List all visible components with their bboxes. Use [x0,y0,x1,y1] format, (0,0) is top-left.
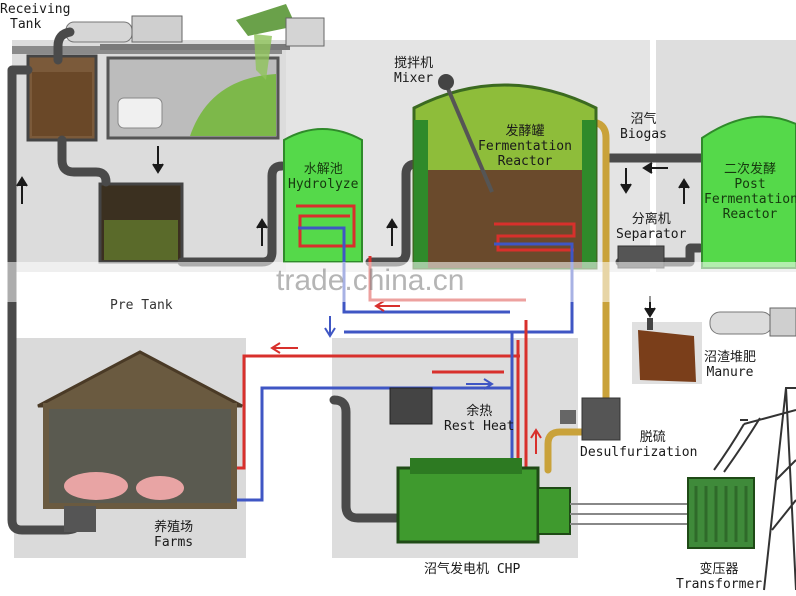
label-fermentation-zh: 发酵罐 [505,124,545,139]
label-pre-tank: Pre Tank [110,298,173,313]
falling-biomass [254,34,272,80]
pylon-wires [713,417,761,473]
mixer-shaft [444,83,494,193]
rest-heat-unit [389,387,433,425]
label-desulfurization: 脱硫 Desulfurization [580,430,697,460]
tank-truck-cab [131,15,183,43]
label-hydrolyze-en: Hydrolyze [288,177,359,192]
mixer-motor [438,74,454,90]
pipe-pre-to-hydrolyze [177,161,287,267]
arrow-up-left [16,176,28,204]
dump-truck-bed [236,4,296,36]
label-manure-zh: 沼渣堆肥 [704,350,757,365]
chp-generator [537,487,571,535]
receiving-tank-fill [32,72,92,136]
pipe-hydrolyze-to-fermentation [365,159,421,267]
fermentation-fill [418,170,592,268]
label-chp: 沼气发电机 CHP [424,562,520,577]
arrow-down-bay [152,146,164,174]
label-rest-heat-zh: 余热 [466,404,493,419]
label-farms-en: Farms [154,535,194,550]
pipe-rest-heat-to-chp [329,395,401,523]
dump-truck-cab [285,17,325,47]
watermark-text: trade.china.cn [276,264,465,297]
desulfurization-valve [560,410,576,424]
label-hydrolyze-zh: 水解池 [303,162,343,177]
label-receiving-tank: Receiving Tank [0,2,70,32]
label-transformer-en: Transformer [676,577,763,592]
label-mixer-zh: 搅拌机 [394,56,434,71]
pig-1 [64,472,128,500]
label-mixer-en: Mixer [394,71,434,86]
pipe-left-loop [7,65,69,535]
label-post-fermentation-en3: Reactor [722,207,778,222]
loader-vehicle [117,97,163,129]
pipe-tank-truck [53,27,75,65]
manure-truck-cab [769,307,796,337]
arrow-heat-red-left-2 [374,300,400,312]
label-fermentation-en2: Reactor [497,154,553,169]
tank-truck [65,21,133,43]
arrow-up-hydrolyze [256,218,268,246]
label-receiving-tank-line2: Tank [10,17,42,32]
arrow-left-biogas [642,162,668,174]
arrow-down-biogas [620,168,632,194]
label-biogas-zh: 沼气 [630,112,657,127]
label-post-fermentation-en2: Fermentation [704,192,796,207]
chp-engine-top [410,458,522,474]
arrow-heat-blue-down [324,316,336,338]
label-fermentation: 发酵罐 Fermentation Reactor [478,124,572,169]
label-mixer: 搅拌机 Mixer [394,56,433,86]
label-manure-en: Manure [706,365,754,380]
label-transformer-zh: 变压器 [699,562,739,577]
label-separator: 分离机 Separator [616,212,686,242]
label-biogas: 沼气 Biogas [620,112,667,142]
ground-strip-right [100,44,290,50]
label-farms-zh: 养殖场 [154,520,194,535]
desulfurization-unit [581,397,621,441]
label-pre-tank-text: Pre Tank [110,298,173,313]
label-rest-heat-en: Rest Heat [444,419,515,434]
label-chp-text: 沼气发电机 CHP [424,562,521,577]
label-farms: 养殖场 Farms [154,520,193,550]
pipe-receiving-to-pre [57,135,111,187]
power-pylon [740,387,796,591]
label-rest-heat: 余热 Rest Heat [444,404,514,434]
label-desulfurization-en: Desulfurization [580,445,698,460]
arrow-heat-red-left [270,342,298,354]
label-hydrolyze: 水解池 Hydrolyze [288,162,358,192]
manure-tank-truck [709,311,773,335]
label-manure: 沼渣堆肥 Manure [704,350,756,380]
hydrolyze-coil-hot [296,204,356,248]
label-post-fermentation: 二次发酵 Post Fermentation Reactor [704,162,796,222]
pig-2 [136,476,184,500]
manure-heap [638,330,696,382]
arrow-heat-blue-right [466,378,494,390]
transformer-unit [687,477,755,549]
arrow-up-fermentation [386,218,398,246]
farm-outlet [64,506,96,532]
pre-tank-fill [104,220,178,260]
biomass-pile [190,74,276,136]
label-separator-en: Separator [616,227,687,242]
label-receiving-tank-line1: Receiving [0,2,71,17]
chp-engine [396,466,540,544]
label-fermentation-en1: Fermentation [478,139,572,154]
label-transformer: 变压器 Transformer [676,562,762,592]
label-post-fermentation-en1: Post [734,177,766,192]
label-separator-zh: 分离机 [631,212,671,227]
transformer-fins [694,486,748,542]
fermentation-coil-hot [494,222,576,252]
fermentation-wall-right [582,120,596,268]
hydrolyze-tank [283,128,363,263]
label-desulfurization-zh: 脱硫 [639,430,666,445]
fermentation-wall-left [414,120,428,268]
watermark-band: trade.china.cn [0,262,796,302]
label-biogas-en: Biogas [620,127,667,142]
label-post-fermentation-zh: 二次发酵 [723,162,776,177]
arrow-up-post [678,178,690,204]
arrow-heat-red-up [530,428,542,454]
